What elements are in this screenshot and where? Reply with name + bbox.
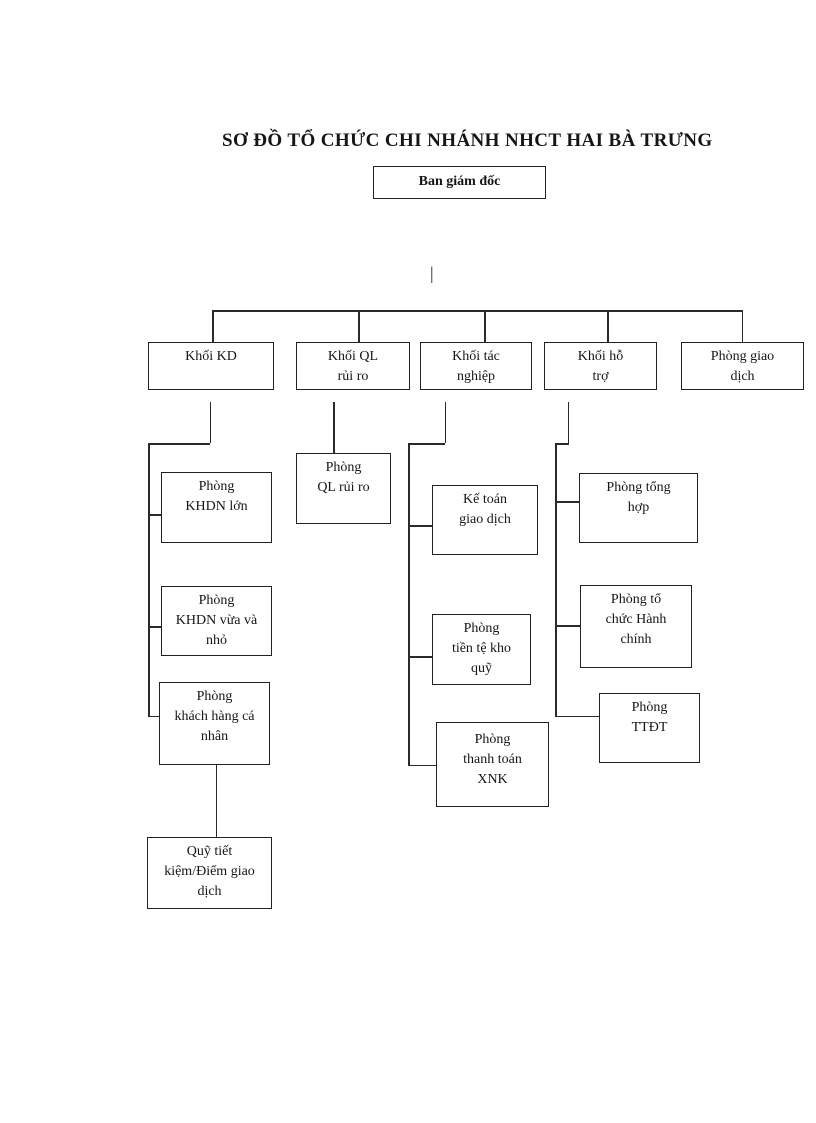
org-node-label: Phòng [198,479,235,494]
org-node-label: Phòng giao [710,349,775,364]
connector-tn-bracket-top [408,443,445,445]
connector-ht-stub-tong-hop [555,501,579,503]
org-node-label: tiền tệ kho [451,641,512,656]
org-node-label: Kế toán [463,492,507,507]
org-node-quy-tiet-kiem: Quỹ tiết kiệm/Điểm giao dịch [147,837,272,909]
org-node-label: dịch [197,884,222,899]
org-node-label: Khối tác [452,349,500,364]
org-node-label: dịch [730,369,755,384]
org-node-label: hợp [627,500,650,515]
org-node-label: Quỹ tiết [186,844,233,859]
connector-drop-khoi-tac-nghiep [484,310,486,342]
org-node-khoi-tac-nghiep: Khối tác nghiệp [420,342,532,390]
connector-ht-stub-ttdt [555,715,599,717]
org-node-label: giao dịch [459,512,511,527]
org-node-label: Phòng tổ [610,592,662,607]
org-node-label: XNK [477,772,508,787]
org-node-phong-thanh-toan-xnk: Phòng thanh toán XNK [436,722,549,807]
connector-ht-stub-to-chuc [555,625,580,627]
org-node-label: Phòng [325,460,362,475]
org-node-label: Khối KD [185,349,237,364]
connector-drop-khoi-ql [358,310,360,342]
connector-kd-stub-khdn-lon [148,514,161,516]
org-node-label: Phòng [196,689,233,704]
connector-top-rail [212,310,743,312]
connector-ql-stem [333,402,335,453]
org-node-label: chức Hành [605,612,667,627]
org-node-label: thanh toán [463,752,522,767]
org-node-label: TTĐT [631,720,668,735]
org-node-label: quỹ [471,661,492,676]
connector-ht-bracket [555,443,557,717]
org-node-label: QL rủi ro [317,480,370,495]
connector-tn-stem [444,402,446,443]
org-node-label: nhân [200,729,229,744]
org-node-phong-khdn-lon: Phòng KHDN lớn [161,472,272,543]
connector-kd-stub-khach-hang [148,715,159,717]
org-node-label: nhỏ [206,633,227,648]
org-node-phong-khach-hang-ca-nhan: Phòng khách hàng cá nhân [159,682,270,765]
page-title: SƠ ĐỒ TỔ CHỨC CHI NHÁNH NHCT HAI BÀ TRƯN… [222,130,713,151]
org-node-label: nghiệp [456,369,496,384]
connector-drop-khoi-ho-tro [607,310,609,342]
connector-tn-bracket [408,443,410,766]
connector-ht-bracket-top [555,443,569,445]
org-node-label: KHDN vừa và [175,613,258,628]
org-node-phong-tong-hop: Phòng tổng hợp [579,473,698,543]
connector-drop-phong-giao-dich [741,310,743,342]
connector-quy-tiet-kiem-stem [215,765,217,837]
org-node-phong-to-chuc-hanh-chinh: Phòng tổ chức Hành chính [580,585,692,668]
org-node-label: Phòng tổng [606,480,671,495]
connector-kd-stub-khdn-vua-nho [148,626,161,628]
org-node-ke-toan-giao-dich: Kế toán giao dịch [432,485,538,555]
connector-ht-stem [567,402,569,443]
connector-kd-bracket-top [148,443,210,445]
connector-tn-stub-tien-te [408,656,432,658]
org-node-label: Phòng [198,593,235,608]
org-node-khoi-ql-rui-ro: Khối QL rủi ro [296,342,410,390]
connector-tn-stub-xnk [408,764,436,766]
org-node-label: Khối QL [327,349,379,364]
org-node-phong-giao-dich: Phòng giao dịch [681,342,804,390]
org-node-label: kiệm/Điểm giao [164,864,255,879]
org-node-label: rủi ro [337,369,369,384]
org-node-ban-giam-doc: Ban giám đốc [373,166,546,199]
org-node-label: Phòng [463,621,500,636]
org-node-phong-ttdt: Phòng TTĐT [599,693,700,763]
org-node-label: Phòng [474,732,511,747]
connector-kd-stem [209,402,211,443]
org-node-phong-tien-te-kho-quy: Phòng tiền tệ kho quỹ [432,614,531,685]
org-node-label: Phòng [631,700,668,715]
org-node-phong-khdn-vua-va-nho: Phòng KHDN vừa và nhỏ [161,586,272,656]
connector-drop-khoi-kd [212,310,214,342]
org-node-khoi-kd: Khối KD [148,342,274,390]
org-node-phong-ql-rui-ro: Phòng QL rủi ro [296,453,391,524]
org-node-label: chính [620,632,652,647]
connector-tn-stub-ke-toan [408,525,432,527]
connector-kd-bracket [148,443,150,717]
root-connector-mark: | [430,263,434,283]
org-node-label: trợ [592,369,609,384]
org-node-label: KHDN lớn [185,499,248,514]
org-node-label: Khối hỗ [577,349,624,364]
org-node-label: khách hàng cá [174,709,255,724]
org-node-label: Ban giám đốc [418,174,501,189]
org-node-khoi-ho-tro: Khối hỗ trợ [544,342,657,390]
